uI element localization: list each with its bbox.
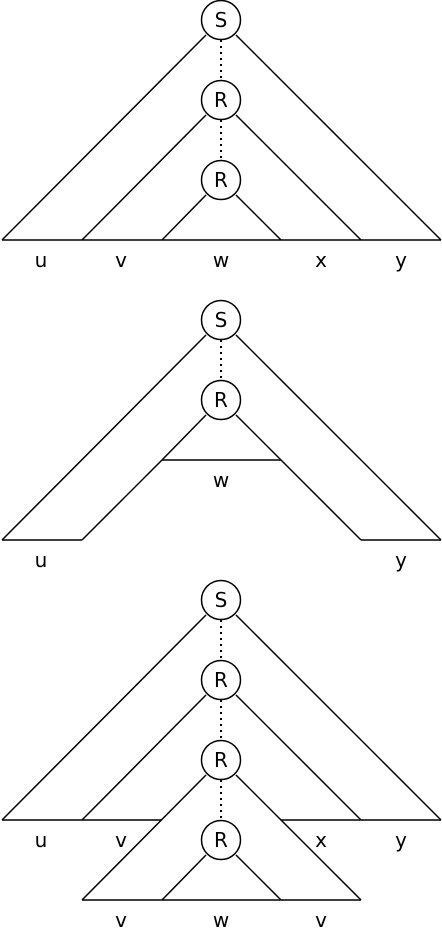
node-label: S (215, 588, 228, 612)
node-circle (200, 659, 242, 701)
node-circle (200, 0, 242, 41)
node-circle (200, 379, 242, 421)
r-right-edge (235, 114, 362, 241)
r-left-edge (161, 414, 207, 461)
s-right-edge (235, 334, 442, 541)
segment-label: y (395, 828, 407, 852)
r2-right-edge (235, 774, 362, 901)
segment-label: v (115, 248, 127, 272)
diagram-3: S R R R u v x y v w v (1, 579, 442, 932)
node-circle (200, 159, 242, 201)
node-label: R (214, 828, 228, 852)
node-circle (200, 579, 242, 621)
node-circle (200, 79, 242, 121)
segment-label: u (35, 548, 48, 572)
segment-label: v (115, 908, 127, 932)
r3-left-edge (161, 854, 207, 901)
node-label: R (214, 168, 228, 192)
node-label: R (214, 668, 228, 692)
join-left-edge (81, 459, 163, 541)
r-right-edge (235, 694, 362, 821)
r-left-edge (81, 694, 207, 821)
segment-label: y (395, 248, 407, 272)
segment-label: u (35, 248, 48, 272)
segment-label: v (115, 828, 127, 852)
s-right-edge (235, 614, 442, 821)
node-label: S (215, 308, 228, 332)
s-left-edge (1, 34, 207, 241)
s-left-edge (1, 614, 207, 821)
diagram-2: S R u w y (1, 299, 442, 572)
node-label: R (214, 88, 228, 112)
segment-label: w (213, 908, 229, 932)
r2-left-edge (81, 774, 207, 901)
node-circle (200, 739, 242, 781)
segment-label: v (315, 908, 327, 932)
node-circle (200, 299, 242, 341)
node-label: R (214, 748, 228, 772)
diagram-1: S R R u v w x y (1, 0, 442, 272)
segment-label: y (395, 548, 407, 572)
r-right-edge (235, 414, 282, 461)
r-inner-left-edge (161, 194, 207, 241)
node-circle (200, 819, 242, 861)
segment-label: u (35, 828, 48, 852)
r-left-edge (81, 114, 207, 241)
join-right-edge (280, 459, 362, 541)
s-left-edge (1, 334, 207, 541)
r-inner-right-edge (235, 194, 282, 241)
segment-label: w (213, 248, 229, 272)
s-right-edge (235, 34, 442, 241)
node-label: R (214, 388, 228, 412)
segment-label: x (315, 248, 327, 272)
r3-right-edge (235, 854, 282, 901)
node-label: S (215, 8, 228, 32)
segment-label: w (213, 468, 229, 492)
segment-label: x (315, 828, 327, 852)
